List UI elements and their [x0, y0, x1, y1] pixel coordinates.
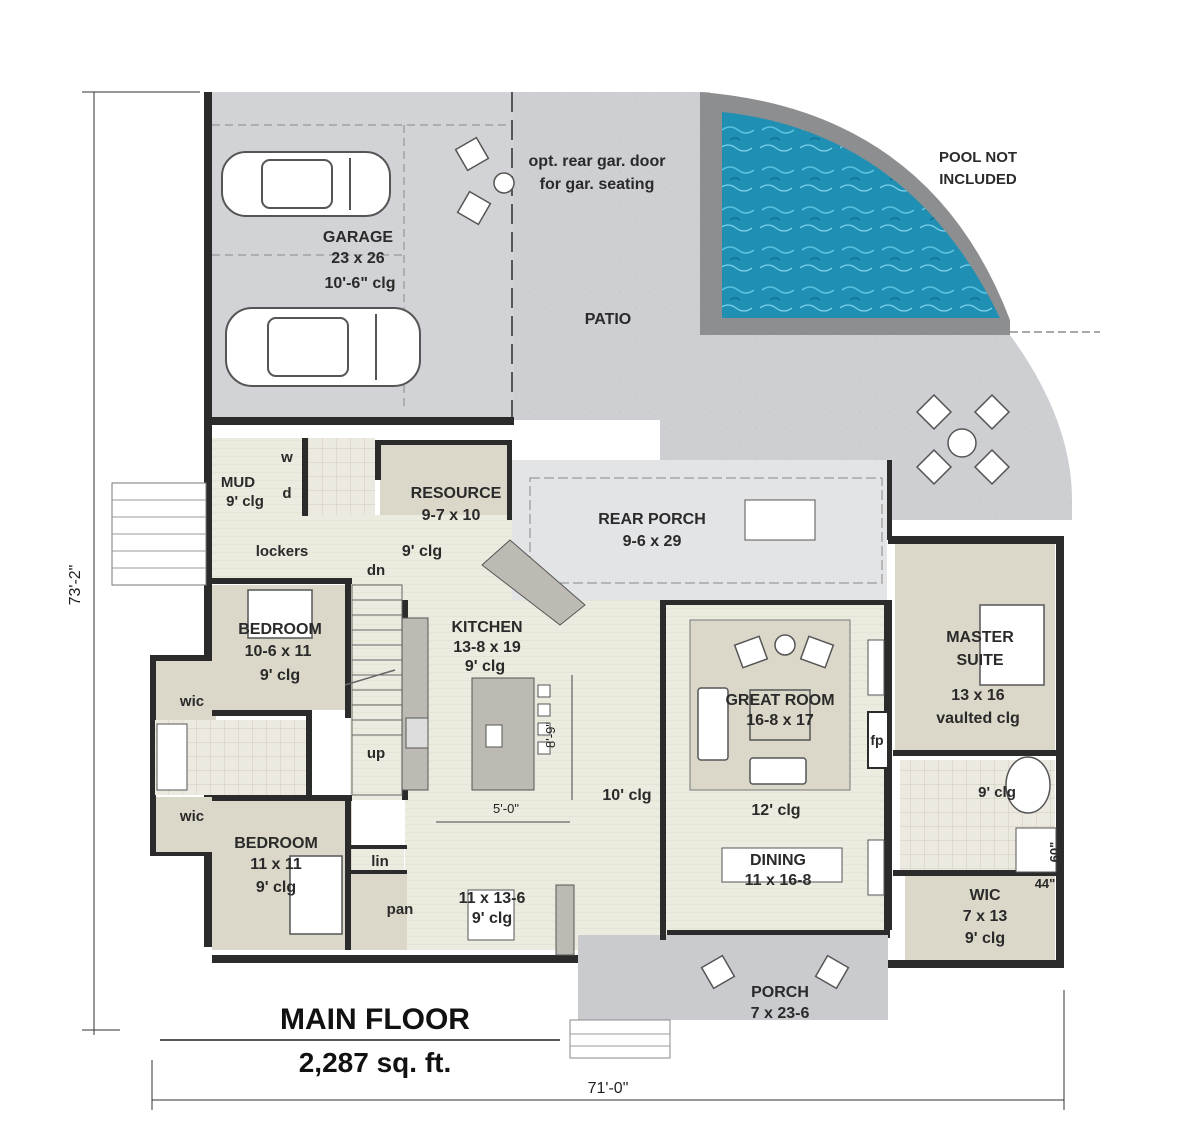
- pan-label: pan: [387, 901, 414, 918]
- stair-dn: dn: [367, 562, 385, 579]
- range-icon: [405, 717, 429, 749]
- shower-height: 60": [1047, 842, 1062, 863]
- mud-ceiling: 9' clg: [226, 493, 264, 510]
- bath-floor: [305, 438, 375, 518]
- kitchen-ceiling: 9' clg: [465, 658, 505, 675]
- lockers: lockers: [256, 543, 309, 560]
- chair-icon: [454, 136, 515, 226]
- bedroom1-size: 10-6 x 11: [245, 643, 312, 660]
- bedroom2-ceiling: 9' clg: [256, 879, 296, 896]
- bathtub-icon: [1005, 756, 1051, 814]
- master-wic-name: WIC: [969, 887, 1001, 904]
- lin-floor: [352, 845, 404, 870]
- porch-name: PORCH: [751, 984, 809, 1001]
- gallery-floor: [585, 600, 667, 950]
- patio-seating-icon: [915, 393, 1011, 486]
- master-wic-size: 7 x 13: [963, 908, 1008, 925]
- kitchen-size: 13-8 x 19: [453, 639, 521, 656]
- width-dimension: 71'-0": [588, 1080, 629, 1097]
- front-steps: [569, 1019, 671, 1059]
- hall-ceiling: 9' clg: [402, 543, 442, 560]
- plan-area: 2,287 sq. ft.: [299, 1047, 452, 1078]
- garage-ceiling: 10'-6" clg: [325, 275, 396, 292]
- fireplace-label: fp: [870, 732, 883, 748]
- dining-table-icon: [721, 847, 843, 883]
- shower-icon: [156, 723, 188, 791]
- dining-area-size: 11 x 13-6: [459, 890, 526, 907]
- dining-area-ceiling: 9' clg: [472, 910, 512, 927]
- master-wic-ceiling: 9' clg: [965, 930, 1005, 947]
- garage-note-line2: for gar. seating: [540, 176, 655, 193]
- porch-chairs-icon: [700, 954, 850, 990]
- living-ceiling: 12' clg: [751, 802, 800, 819]
- dining-name: DINING: [750, 852, 806, 869]
- wic1-name: wic: [179, 693, 204, 710]
- great-room-size: 16-8 x 17: [746, 712, 814, 729]
- rear-porch-floor: [512, 460, 887, 600]
- wic2-name: wic: [179, 808, 204, 825]
- resource-floor: [380, 440, 512, 515]
- pool: [722, 112, 1000, 318]
- sink-icon: [485, 724, 503, 748]
- fireplace-icon: [867, 711, 889, 769]
- bedroom2-size: 11 x 11: [250, 856, 302, 873]
- bedroom1-ceiling: 9' clg: [260, 667, 300, 684]
- master-wic-floor: [905, 875, 1055, 960]
- mud-w: w: [280, 449, 293, 466]
- resource-size: 9-7 x 10: [422, 507, 481, 524]
- rear-porch-size: 9-6 x 29: [623, 533, 682, 550]
- wic2-floor: [156, 797, 216, 852]
- car-icon: [221, 151, 391, 217]
- pool-line2: INCLUDED: [939, 171, 1017, 188]
- island-stools: [537, 684, 551, 755]
- stair-up: up: [367, 745, 385, 762]
- master-line1: MASTER: [946, 629, 1014, 646]
- stair-hall: [350, 575, 410, 800]
- kitchen-name: KITCHEN: [451, 619, 522, 636]
- depth-dimension: 73'-2": [67, 565, 84, 606]
- garage-name: GARAGE: [323, 229, 394, 246]
- patio-name: PATIO: [585, 311, 632, 328]
- master-size: 13 x 16: [951, 687, 1004, 704]
- pool-line1: POOL NOT: [939, 149, 1017, 166]
- lin-label: lin: [371, 853, 389, 870]
- bedroom2-name: BEDROOM: [234, 835, 318, 852]
- porch-size: 7 x 23-6: [751, 1005, 810, 1022]
- rear-porch-name: REAR PORCH: [598, 511, 706, 528]
- master-line2: SUITE: [956, 652, 1003, 669]
- island-width: 5'-0": [493, 801, 519, 816]
- shower-width: 44": [1035, 876, 1056, 891]
- dining-size: 11 x 16-8: [745, 872, 812, 889]
- stairs: [344, 584, 403, 796]
- garage-size: 23 x 26: [331, 250, 384, 267]
- island-length: 8'-9": [543, 722, 558, 748]
- shower-icon: [1015, 827, 1057, 873]
- dining-table-icon: [467, 889, 515, 941]
- gallery-ceiling: 10' clg: [602, 787, 651, 804]
- kitchen-cabinets: [401, 539, 586, 956]
- mud-floor: [212, 438, 302, 518]
- garage-note-line1: opt. rear gar. door: [529, 153, 666, 170]
- car-icon: [225, 307, 421, 387]
- bedroom1-name: BEDROOM: [238, 621, 322, 638]
- porch-table-icon: [744, 499, 816, 541]
- great-room-name: GREAT ROOM: [725, 692, 834, 709]
- plan-title: MAIN FLOOR: [280, 1003, 470, 1036]
- sofa-icon: [697, 634, 835, 785]
- mud-d: d: [282, 485, 291, 502]
- resource-name: RESOURCE: [411, 485, 502, 502]
- labels: GARAGE 23 x 26 10'-6" clg opt. rear gar.…: [179, 149, 1062, 1022]
- bed-icon: [247, 589, 1045, 935]
- pan-floor: [352, 870, 407, 950]
- mud-name: MUD: [221, 474, 255, 491]
- master-bath-ceiling: 9' clg: [978, 784, 1016, 801]
- dimension-lines: [82, 91, 1065, 1110]
- hall-floor: [212, 515, 512, 580]
- wic1-floor: [156, 661, 216, 721]
- master-ceiling: vaulted clg: [936, 710, 1020, 727]
